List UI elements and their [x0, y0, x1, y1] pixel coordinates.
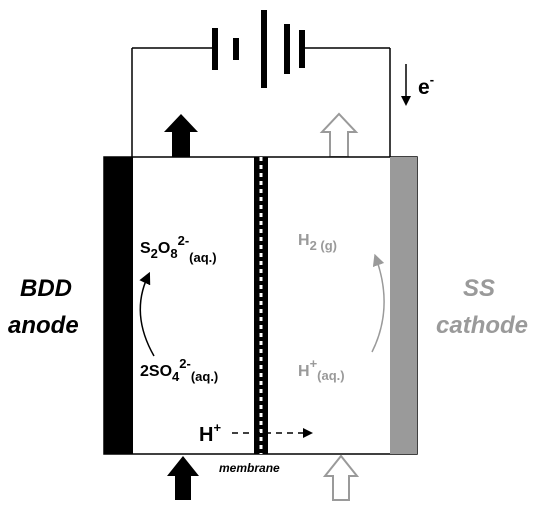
bdd-anode-electrode — [104, 157, 133, 454]
external-circuit — [131, 47, 391, 157]
cathode-label-line2: cathode — [436, 312, 528, 339]
battery-icon — [212, 10, 305, 88]
electron-label: e- — [418, 72, 434, 99]
anode-label-line1: BDD — [20, 275, 72, 302]
anode-label-line2: anode — [8, 312, 79, 339]
cathode-outflow-arrow-icon — [319, 112, 359, 158]
persulfate-label: S2O82-(aq.) — [140, 233, 217, 265]
anode-reaction-arrow — [139, 271, 155, 357]
proton-transfer-arrow — [232, 428, 313, 438]
ss-cathode-electrode — [390, 157, 417, 454]
sulfate-label: 2SO42-(aq.) — [140, 356, 218, 384]
down-arrow-icon — [401, 64, 411, 106]
membrane-label: membrane — [219, 461, 280, 475]
anode-outflow-arrow-icon — [164, 114, 198, 157]
proton-aq-label: H+(aq.) — [298, 356, 345, 383]
membrane-separator — [254, 157, 268, 454]
cathode-reaction-arrow — [371, 253, 385, 353]
anode-inflow-arrow-icon — [167, 456, 199, 500]
hydrogen-gas-label: H2 (g) — [298, 232, 337, 253]
cathode-label-line1: SS — [463, 275, 495, 302]
cathode-inflow-arrow-icon — [322, 454, 360, 501]
proton-membrane-label: H+ — [199, 420, 221, 446]
